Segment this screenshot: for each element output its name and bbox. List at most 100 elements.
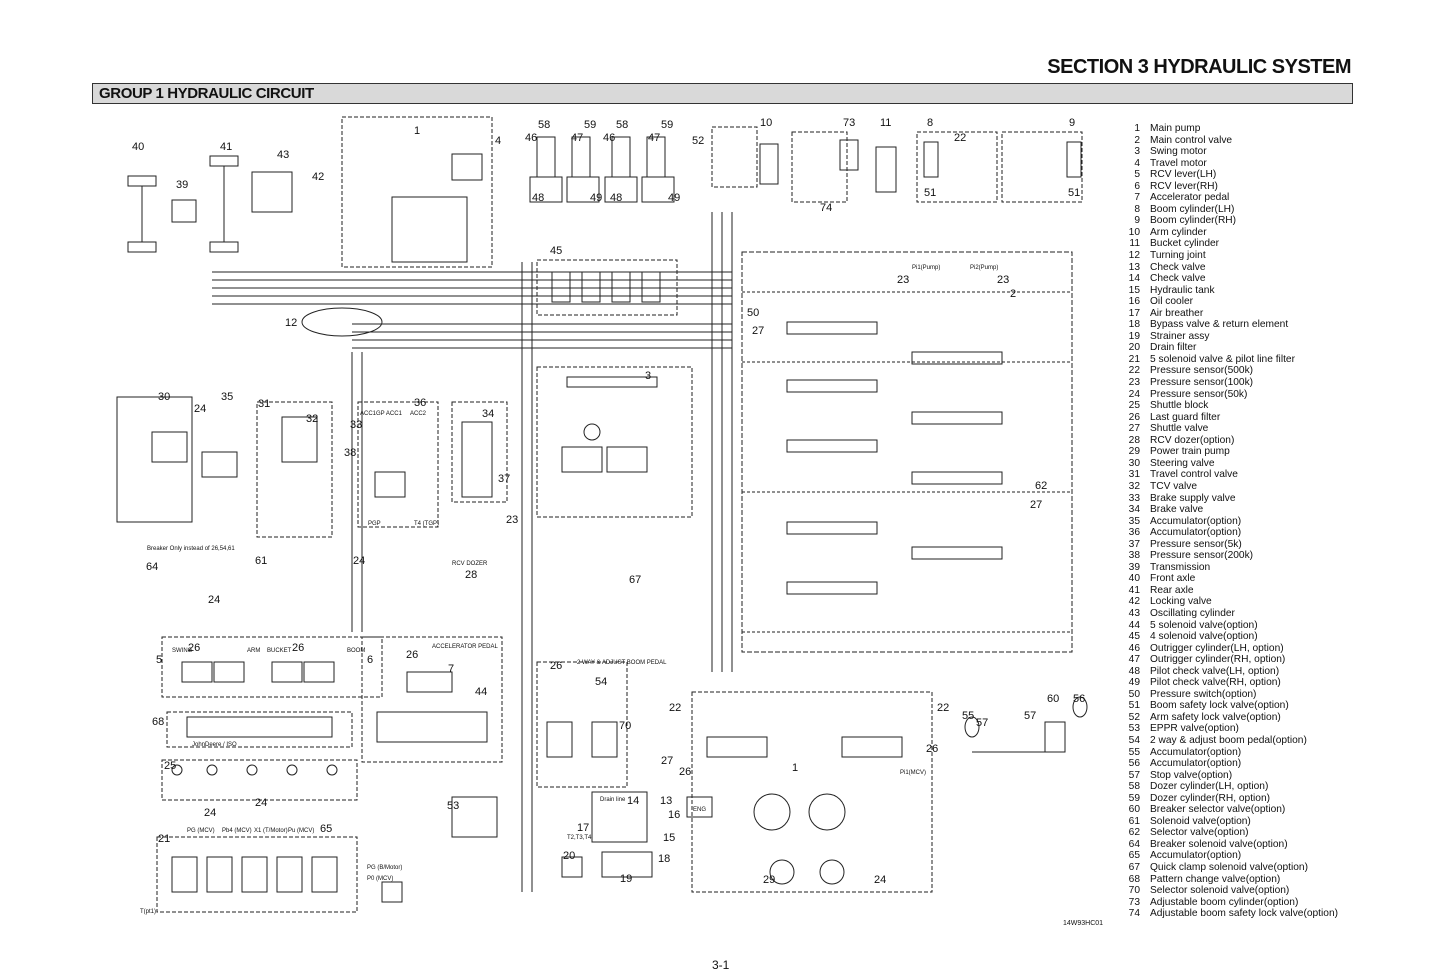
label-pgp: PGP xyxy=(368,521,381,527)
legend-number: 35 xyxy=(1128,515,1140,527)
legend-number: 10 xyxy=(1128,226,1140,238)
callout-60: 60 xyxy=(1047,693,1059,705)
legend-number: 28 xyxy=(1128,434,1140,446)
legend-description: Shuttle valve xyxy=(1150,423,1209,435)
legend-description: 5 solenoid valve(option) xyxy=(1150,619,1258,631)
legend-description: Accelerator pedal xyxy=(1150,192,1230,204)
legend-description: Turning joint xyxy=(1150,250,1206,262)
callout-44: 44 xyxy=(475,686,487,698)
callout-10: 10 xyxy=(760,117,772,129)
callout-48a: 48 xyxy=(532,192,544,204)
callout-61: 61 xyxy=(255,555,267,567)
legend-number: 40 xyxy=(1128,573,1140,585)
callout-24b: 24 xyxy=(208,594,220,606)
label-pb4-mcv: Pb4 (MCV) xyxy=(222,828,252,834)
group-title: GROUP 1 HYDRAULIC CIRCUIT xyxy=(99,85,314,102)
legend-number: 18 xyxy=(1128,319,1140,331)
callout-30: 30 xyxy=(158,391,170,403)
legend-description: Arm safety lock valve(option) xyxy=(1150,711,1281,723)
legend-number: 56 xyxy=(1128,758,1140,770)
legend-number: 48 xyxy=(1128,665,1140,677)
label-engine: ENG xyxy=(693,807,706,813)
legend-number: 43 xyxy=(1128,607,1140,619)
legend-number: 33 xyxy=(1128,492,1140,504)
callout-19: 19 xyxy=(620,873,632,885)
section-title: SECTION 3 HYDRAULIC SYSTEM xyxy=(1047,56,1351,78)
legend-description: Hydraulic tank xyxy=(1150,284,1215,296)
callout-4: 4 xyxy=(495,135,501,147)
legend-number: 57 xyxy=(1128,769,1140,781)
legend-number: 59 xyxy=(1128,792,1140,804)
callout-26a: 26 xyxy=(188,642,200,654)
label-t4-tgp: T4 (TGP) xyxy=(414,521,439,527)
label-bucket: BUCKET xyxy=(267,648,292,654)
callout-22b: 22 xyxy=(669,702,681,714)
legend-number: 16 xyxy=(1128,296,1140,308)
legend-number: 12 xyxy=(1128,250,1140,262)
legend-description: RCV lever(LH) xyxy=(1150,169,1217,181)
legend-description: Pattern change valve(option) xyxy=(1150,873,1281,885)
callout-50: 50 xyxy=(747,307,759,319)
legend-description: Accumulator(option) xyxy=(1150,850,1242,862)
legend-row: 68 Pattern change valve(option) xyxy=(1114,874,1354,886)
legend-number: 2 xyxy=(1134,134,1140,146)
legend-number: 17 xyxy=(1128,307,1140,319)
legend-description: EPPR valve(option) xyxy=(1150,723,1239,735)
legend-description: Pilot check valve(LH, option) xyxy=(1150,665,1280,677)
callout-32: 32 xyxy=(306,413,318,425)
legend-description: Pressure sensor(50k) xyxy=(1150,388,1248,400)
callout-31: 31 xyxy=(258,398,270,410)
legend-number: 64 xyxy=(1128,838,1140,850)
legend-number: 62 xyxy=(1128,827,1140,839)
legend-description: Power train pump xyxy=(1150,446,1230,458)
label-pi1-pump: Pi1(Pump) xyxy=(912,265,940,271)
legend-description: Quick clamp solenoid valve(option) xyxy=(1150,862,1308,873)
callout-11: 11 xyxy=(880,117,891,129)
label-boom: BOOM xyxy=(347,648,365,654)
callout-6: 6 xyxy=(367,654,373,666)
legend-description: Bypass valve & return element xyxy=(1150,319,1289,331)
callout-20: 20 xyxy=(563,850,575,862)
legend-description: Pressure sensor(5k) xyxy=(1150,538,1242,550)
callout-15: 15 xyxy=(663,832,675,844)
callout-33: 33 xyxy=(350,419,362,431)
callout-37: 37 xyxy=(498,473,510,485)
legend-number: 9 xyxy=(1134,215,1140,227)
legend-number: 25 xyxy=(1128,400,1140,412)
legend-description: Dozer cylinder(RH, option) xyxy=(1150,792,1271,804)
legend-number: 54 xyxy=(1128,734,1140,746)
callout-14: 14 xyxy=(627,795,639,807)
legend-description: Oil cooler xyxy=(1150,296,1194,308)
callout-59b: 59 xyxy=(661,119,673,131)
callout-26d: 26 xyxy=(926,743,938,755)
front-axle-symbol xyxy=(127,175,157,253)
callout-46b: 46 xyxy=(603,132,615,144)
callout-17: 17 xyxy=(577,822,589,834)
callout-38: 38 xyxy=(344,447,356,459)
callout-23b: 23 xyxy=(997,274,1009,286)
legend-row: 59 Dozer cylinder(RH, option) xyxy=(1114,793,1354,805)
legend-number: 68 xyxy=(1128,873,1140,885)
callout-25: 25 xyxy=(164,760,176,772)
callout-23c: 23 xyxy=(506,514,518,526)
callout-51a: 51 xyxy=(924,187,936,199)
